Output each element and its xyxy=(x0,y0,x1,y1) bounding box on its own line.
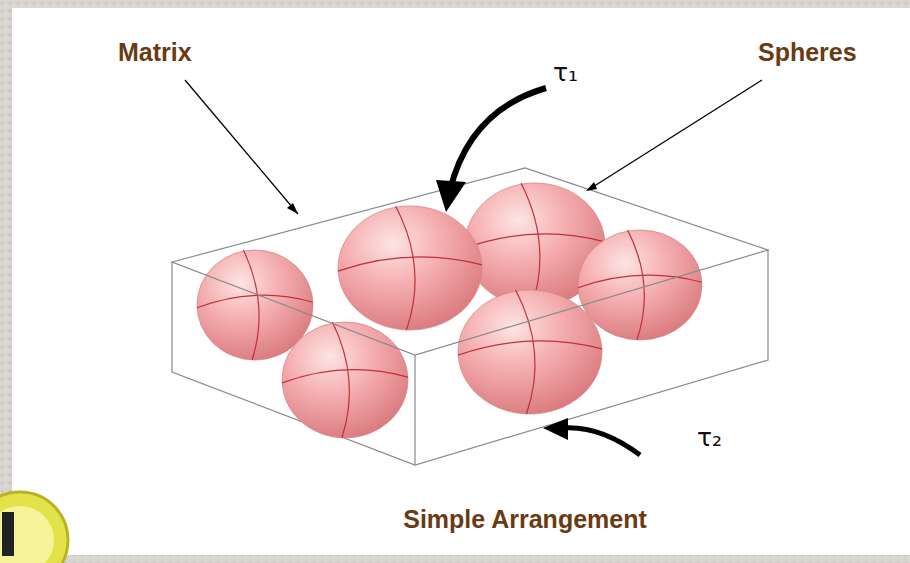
texture-strip xyxy=(0,0,12,563)
torque-head xyxy=(543,418,568,440)
torque-arrow xyxy=(562,428,640,455)
part-label: Matrix xyxy=(118,38,192,67)
caption-label: Simple Arrangement xyxy=(403,505,647,534)
texture-strip xyxy=(0,555,910,563)
torque-label: τ₂ xyxy=(697,423,722,452)
sphere xyxy=(458,290,602,414)
sphere xyxy=(578,230,702,340)
leader-head xyxy=(287,203,298,214)
torque-arrow xyxy=(450,88,546,190)
torque-label: τ₁ xyxy=(553,58,578,87)
logo xyxy=(0,492,68,563)
spheres xyxy=(197,183,702,438)
matrix-box-top xyxy=(172,168,768,355)
texture-strip xyxy=(0,0,910,8)
part-label: Spheres xyxy=(758,38,857,67)
leader-line xyxy=(185,80,298,214)
torque-head xyxy=(436,180,466,212)
sphere xyxy=(282,322,408,438)
leader-line xyxy=(588,80,762,190)
leader-head xyxy=(586,182,597,191)
sphere xyxy=(338,206,482,330)
